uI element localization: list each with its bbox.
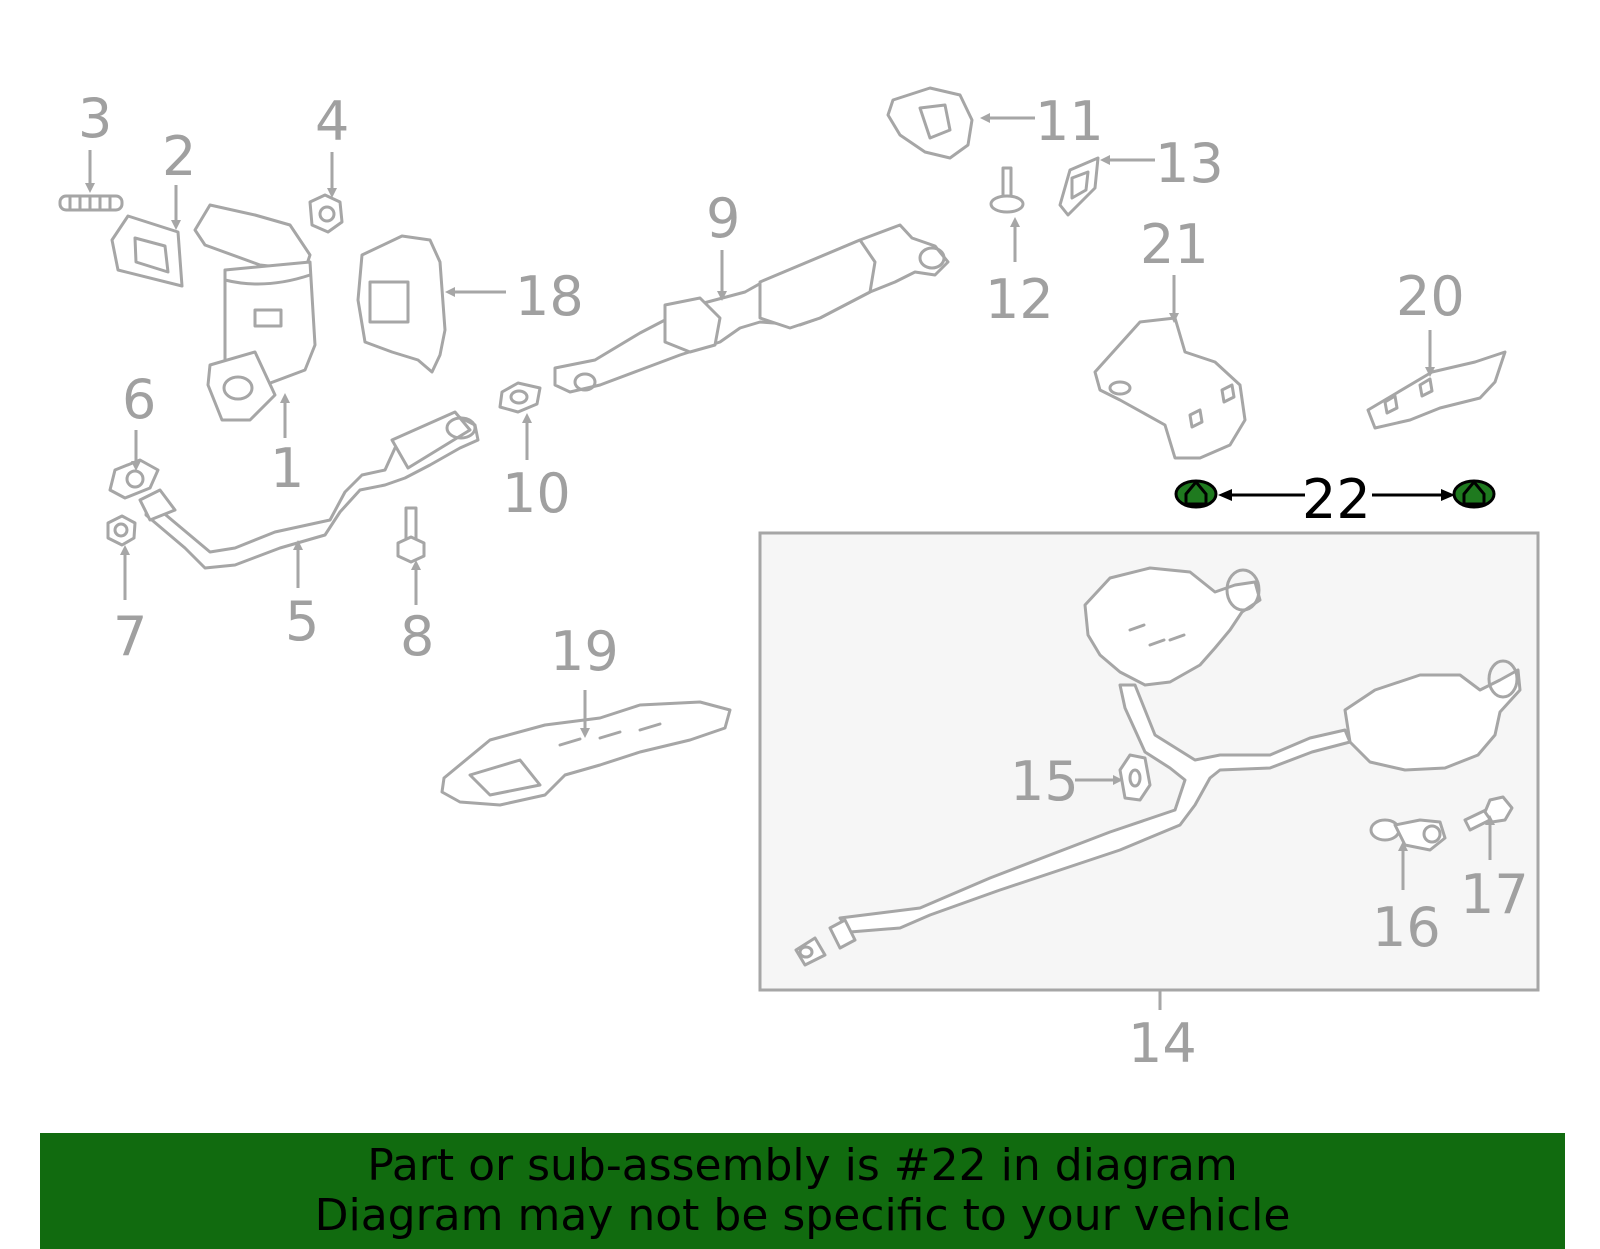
callout-1: 1	[270, 437, 304, 500]
callout-18: 18	[515, 265, 584, 328]
callout-7: 7	[113, 605, 147, 668]
banner-line-1: Part or sub-assembly is #22 in diagram	[367, 1140, 1238, 1191]
callout-12: 12	[985, 268, 1054, 331]
part-21-heat-shield[interactable]	[1093, 316, 1247, 460]
callout-19: 19	[550, 620, 619, 683]
part-7-nut[interactable]	[106, 514, 137, 547]
callout-20: 20	[1396, 265, 1465, 328]
callout-arrows-22	[1218, 489, 1455, 501]
part-12-bolt[interactable]	[989, 166, 1025, 214]
part-22-nut-right[interactable]	[1452, 479, 1496, 509]
callout-labels: 1 2 3 4 5 6 7 8 9 10 11 12 13 14 15 16 1…	[78, 87, 1529, 1075]
callout-2: 2	[162, 125, 196, 188]
part-8-bolt[interactable]	[396, 506, 426, 564]
part-19-heat-shield[interactable]	[440, 700, 732, 807]
part-4-nut[interactable]	[308, 193, 344, 234]
info-banner: Part or sub-assembly is #22 in diagram D…	[40, 1133, 1565, 1249]
part-15-isolator[interactable]	[1118, 753, 1152, 802]
callout-13: 13	[1155, 132, 1224, 195]
part-22-nut-left[interactable]	[1174, 479, 1218, 509]
callout-16: 16	[1372, 896, 1441, 959]
part-11-bracket[interactable]	[886, 86, 974, 160]
callout-9: 9	[706, 187, 740, 250]
callout-14: 14	[1128, 1012, 1197, 1075]
callout-10: 10	[502, 462, 571, 525]
callout-11: 11	[1035, 90, 1104, 153]
part-20-heat-shield[interactable]	[1366, 350, 1507, 430]
part-3-stud[interactable]	[58, 194, 124, 212]
callout-22: 22	[1302, 468, 1371, 531]
part-6-gasket[interactable]	[108, 458, 160, 500]
part-2-gasket[interactable]	[110, 214, 184, 288]
banner-line-2: Diagram may not be specific to your vehi…	[314, 1190, 1291, 1241]
part-1-manifold-converter[interactable]	[193, 203, 317, 422]
callout-21: 21	[1140, 213, 1209, 276]
callout-8: 8	[400, 605, 434, 668]
part-5-front-pipe[interactable]	[138, 410, 480, 570]
callout-15: 15	[1010, 750, 1079, 813]
part-14-rear-muffler-assembly[interactable]	[794, 566, 1522, 967]
callout-arrows	[85, 113, 1495, 1010]
callout-4: 4	[315, 90, 349, 153]
callout-6: 6	[122, 368, 156, 431]
part-18-heat-shield[interactable]	[356, 234, 447, 374]
callout-17: 17	[1460, 863, 1529, 926]
part-13-bracket[interactable]	[1058, 156, 1100, 217]
callout-5: 5	[285, 590, 319, 653]
part-9-center-pipe[interactable]	[553, 223, 950, 394]
part-10-gasket[interactable]	[498, 381, 542, 414]
callout-3: 3	[78, 87, 112, 150]
